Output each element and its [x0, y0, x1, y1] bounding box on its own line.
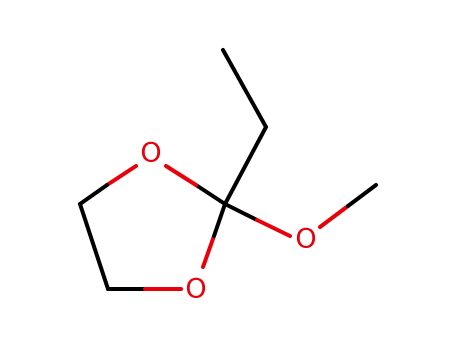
bond-c2-o1-carbon-half: [194, 183, 227, 206]
bond-o1-c5-carbon-half: [78, 183, 109, 206]
bond-ome-ch3-carbon-half: [346, 183, 378, 208]
bond-c2-ome-carbon-half: [223, 202, 259, 222]
oxygen-ring-top-label: O: [140, 138, 161, 169]
oxygen-ring-bottom-label: O: [185, 274, 206, 305]
bond-o3-c2-carbon-half: [212, 202, 227, 238]
oxygen-methoxy-label: O: [295, 224, 316, 255]
bond-ethyl-ch3-ch2: [221, 48, 268, 129]
bond-ethyl-ch2-c2: [223, 125, 268, 206]
bond-c2-ome-oxygen-half: [255, 218, 292, 238]
bond-o1-c5-oxygen-half: [105, 164, 138, 187]
bond-o3-c2-oxygen-half: [201, 234, 216, 269]
bond-c2-o1-oxygen-half: [164, 164, 198, 187]
bond-ome-ch3-oxygen-half: [318, 204, 350, 229]
bond-c5-c4: [78, 202, 110, 291]
